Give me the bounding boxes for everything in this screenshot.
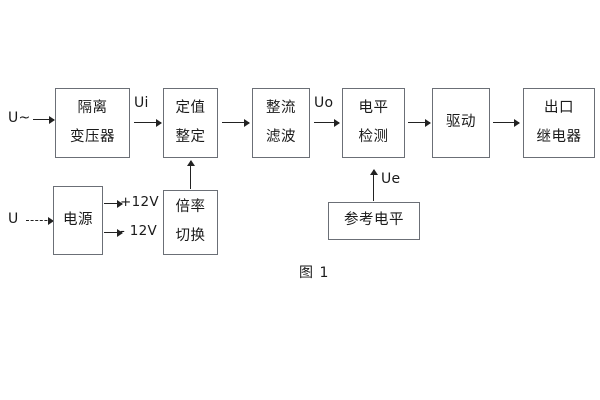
- block-multiplier-switch[interactable]: 倍率 切换: [163, 190, 218, 255]
- block-reference-level-line1: 参考电平: [344, 212, 404, 229]
- signal-label-ue: Ue: [381, 171, 401, 187]
- block-output-relay-line2: 继电器: [536, 128, 582, 145]
- arrow-dc-to-power-supply: [26, 220, 52, 221]
- signal-label-ui: Ui: [134, 95, 149, 111]
- block-output-relay-line1: 出口: [544, 99, 574, 116]
- arrow-ac-to-isolation: [33, 119, 54, 121]
- block-power-supply[interactable]: 电源: [53, 186, 103, 255]
- input-label-dc: U: [8, 211, 19, 227]
- block-setting-value[interactable]: 定值 整定: [163, 88, 218, 158]
- arrow-setting-to-rectify: [222, 122, 249, 124]
- arrow-power-supply-neg12: [104, 232, 122, 234]
- block-output-relay[interactable]: 出口 继电器: [523, 88, 595, 158]
- block-rectify-filter-line2: 滤波: [266, 128, 296, 145]
- arrow-reference-to-level-detect: [373, 170, 375, 201]
- block-power-supply-line1: 电源: [63, 211, 93, 228]
- block-drive[interactable]: 驱动: [432, 88, 490, 158]
- block-isolation-transformer[interactable]: 隔离 变压器: [55, 88, 130, 158]
- arrow-power-supply-pos12: [104, 203, 122, 205]
- figure-caption: 图 1: [299, 265, 330, 281]
- signal-label-uo: Uo: [314, 95, 334, 111]
- block-reference-level[interactable]: 参考电平: [328, 202, 420, 240]
- block-isolation-transformer-line2: 变压器: [70, 128, 115, 145]
- input-label-ac: U~: [8, 110, 31, 126]
- rail-label-pos12: +12V: [120, 194, 159, 210]
- block-rectify-filter-line1: 整流: [266, 99, 296, 116]
- arrow-rectify-to-level-detect: [314, 122, 339, 124]
- block-isolation-transformer-line1: 隔离: [77, 99, 108, 116]
- block-level-detect-line1: 电平: [358, 99, 389, 116]
- block-drive-line1: 驱动: [446, 114, 476, 131]
- block-multiplier-switch-line2: 切换: [175, 228, 206, 244]
- block-level-detect-line2: 检测: [358, 128, 389, 145]
- arrow-isolation-to-setting: [134, 122, 161, 124]
- block-setting-value-line2: 整定: [175, 128, 206, 145]
- arrow-multiplier-to-setting: [190, 161, 192, 189]
- arrow-drive-to-output-relay: [493, 122, 519, 124]
- block-setting-value-line1: 定值: [175, 99, 206, 116]
- block-rectify-filter[interactable]: 整流 滤波: [252, 88, 310, 158]
- block-level-detect[interactable]: 电平 检测: [342, 88, 405, 158]
- block-multiplier-switch-line1: 倍率: [175, 199, 206, 216]
- arrow-level-detect-to-drive: [408, 122, 430, 124]
- rail-label-neg12: - 12V: [120, 223, 158, 239]
